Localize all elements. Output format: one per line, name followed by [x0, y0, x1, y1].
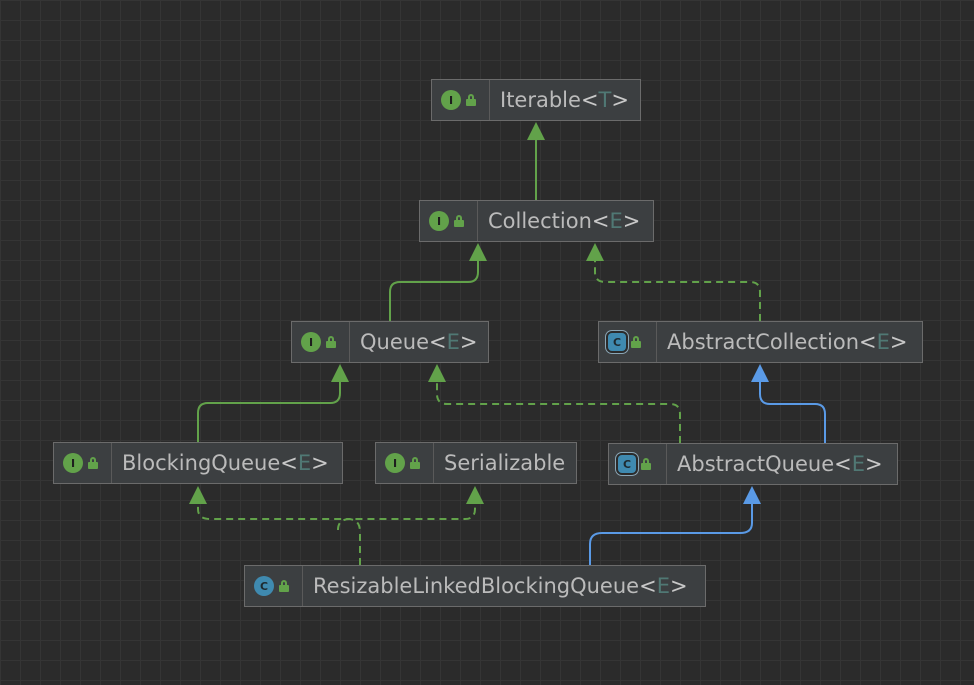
edge-queue-extends-collection: [389, 243, 487, 321]
node-iterable[interactable]: I Iterable<T>: [431, 79, 641, 121]
public-lock-icon: [325, 336, 337, 348]
interface-icon: I: [441, 90, 461, 110]
type-param: E: [656, 573, 670, 598]
public-lock-icon: [409, 457, 421, 469]
node-queue[interactable]: I Queue<E>: [291, 321, 489, 363]
node-name: AbstractCollection: [667, 329, 860, 354]
abstract-class-icon: C: [618, 455, 636, 473]
node-name: ResizableLinkedBlockingQueue: [313, 573, 640, 598]
node-collection[interactable]: I Collection<E>: [419, 200, 654, 242]
interface-icon: I: [63, 453, 83, 473]
edge-rlbq-extends-abstractqueue: [589, 486, 761, 565]
public-lock-icon: [640, 458, 652, 470]
abstract-class-icon: C: [608, 333, 626, 351]
edge-collection-extends-iterable: [527, 122, 545, 200]
interface-icon: I: [301, 332, 321, 352]
edge-abstractcollection-implements-collection: [586, 243, 761, 321]
type-param: E: [609, 208, 623, 233]
public-lock-icon: [630, 336, 642, 348]
node-serializable[interactable]: I Serializable: [375, 442, 577, 484]
node-name: BlockingQueue: [122, 450, 281, 475]
node-name: Collection: [488, 208, 592, 233]
type-param: E: [851, 451, 866, 476]
public-lock-icon: [87, 457, 99, 469]
edge-rlbq-implements-blockingqueue: [189, 486, 361, 565]
node-name: Serializable: [444, 450, 566, 475]
type-param: E: [446, 329, 460, 354]
type-param: E: [876, 329, 890, 354]
node-abstract-queue[interactable]: C AbstractQueue<E>: [608, 443, 898, 485]
public-lock-icon: [453, 215, 465, 227]
edge-abstractqueue-extends-abstractcollection: [751, 364, 826, 443]
node-name: Iterable: [500, 87, 581, 112]
class-icon: C: [254, 576, 274, 596]
edge-rlbq-implements-serializable: [337, 486, 484, 531]
node-name: Queue: [360, 329, 429, 354]
node-name: AbstractQueue: [677, 451, 835, 476]
type-param: T: [598, 87, 612, 112]
node-blocking-queue[interactable]: I BlockingQueue<E>: [53, 442, 343, 484]
interface-icon: I: [429, 211, 449, 231]
node-abstract-collection[interactable]: C AbstractCollection<E>: [598, 321, 923, 363]
edge-blockingqueue-extends-queue: [197, 364, 349, 442]
type-param: E: [297, 450, 312, 475]
node-resizable-linked-blocking-queue[interactable]: C ResizableLinkedBlockingQueue<E>: [244, 565, 706, 607]
edge-abstractqueue-implements-queue: [428, 364, 681, 443]
public-lock-icon: [465, 94, 477, 106]
public-lock-icon: [278, 580, 290, 592]
interface-icon: I: [385, 453, 405, 473]
